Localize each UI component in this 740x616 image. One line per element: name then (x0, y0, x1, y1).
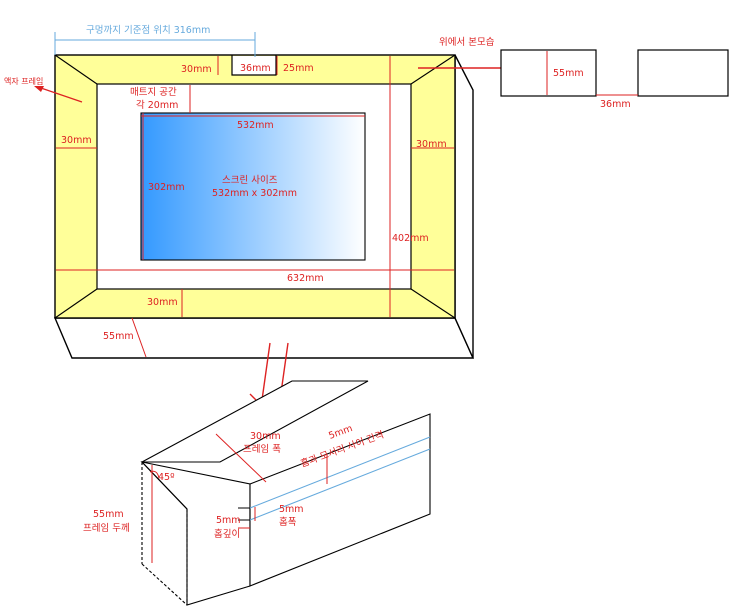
mitre-line-br (410, 288, 456, 319)
top-view-left-block (500, 49, 597, 97)
top-view-depth-label: 55mm (553, 68, 584, 79)
detail-side-face (249, 413, 431, 587)
top-view-title: 위에서 본모습 (439, 36, 495, 48)
hanging-notch (232, 56, 276, 75)
hole-depth-label: 30mm (181, 64, 212, 75)
frame-label-arrow (37, 86, 83, 103)
screen-size-title: 스크린 사이즈 (222, 175, 278, 186)
mat-space-label-2: 각 20mm (136, 99, 178, 111)
detail-groove-width-value: 5mm (279, 504, 304, 515)
mitre-line-tl (54, 54, 98, 85)
frame-label: 액자 프레임 (4, 76, 43, 86)
groove-outline (238, 507, 251, 521)
detail-groove-depth-value: 5mm (216, 515, 241, 526)
detail-groove-width-label: 홈폭 (279, 516, 297, 528)
frame-bottom-label: 30mm (147, 297, 178, 308)
depth-dim (131, 317, 147, 358)
detail-width-dim (215, 433, 267, 483)
detail-angle: 45º (158, 472, 175, 483)
hanging-notch-outline (231, 55, 277, 76)
screen-width-label: 532mm (237, 120, 274, 131)
detail-top-face (141, 380, 369, 463)
mitre-edge (141, 461, 188, 510)
screen-size-value: 532mm x 302mm (212, 188, 297, 199)
detail-view-dimensions (149, 433, 328, 563)
frame-right-label: 30mm (416, 139, 447, 150)
screen-height-label: 302mm (148, 182, 185, 193)
hole-position-label: 구멍까지 기준점 위치 316mm (86, 24, 210, 36)
frame-right-depth-face (454, 54, 474, 359)
screen-area (140, 112, 366, 261)
front-view-labels: 구멍까지 기준점 위치 316mm 액자 프레임 30mm 36mm 25mm … (4, 24, 447, 342)
frame-left-label: 30mm (61, 135, 92, 146)
top-view-right-block (637, 49, 729, 97)
detail-groove-gap-value: 5mm (327, 423, 354, 442)
depth-label: 55mm (103, 331, 134, 342)
outer-width-label: 632mm (287, 273, 324, 284)
front-view-dimensions (34, 32, 454, 358)
frame-label-arrow-head (34, 86, 44, 92)
groove-bottom-line (249, 448, 431, 521)
groove-top-line (249, 436, 431, 509)
hidden-edge-2 (141, 563, 188, 606)
top-view-gap-label: 36mm (600, 99, 631, 110)
mitre-line-tr (410, 54, 456, 85)
detail-width-label: 프레임 폭 (243, 443, 281, 455)
detail-view-labels: 30mm 프레임 폭 5mm 홈과 모서리 사이 간격 45º 55mm 프레임… (83, 423, 385, 540)
front-view (53, 54, 475, 359)
detail-view (140, 380, 431, 606)
hole-side-label: 25mm (283, 63, 314, 74)
mat-space-label-1: 매트지 공간 (130, 87, 177, 98)
detail-thickness-value: 55mm (93, 509, 124, 520)
detail-width-value: 30mm (250, 431, 281, 442)
outer-height-label: 402mm (392, 233, 429, 244)
top-view: 위에서 본모습 55mm 36mm (418, 36, 729, 110)
mitre-line-bl (54, 288, 98, 319)
hole-width-label: 36mm (240, 63, 271, 74)
detail-thickness-label: 프레임 두께 (83, 522, 130, 534)
detail-groove-depth-label: 홈깊이 (214, 528, 240, 540)
detail-angle-arc (149, 470, 160, 479)
